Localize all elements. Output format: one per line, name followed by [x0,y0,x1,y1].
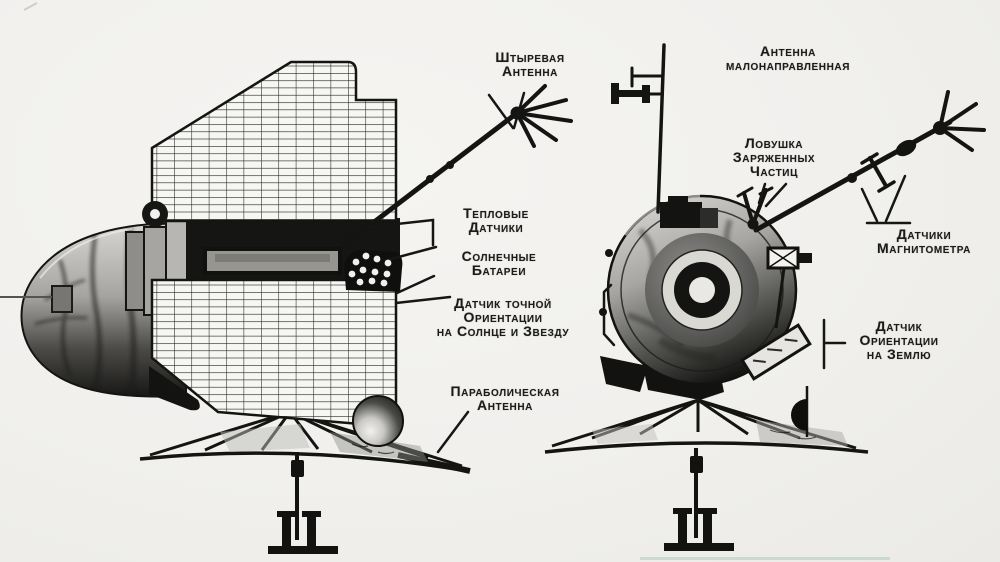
label-line: Антенна [502,63,558,79]
side-view-spacecraft [0,60,573,554]
leader-lines [368,91,912,454]
label-charged-particle-trap: Ловушка Заряженных Частиц [733,136,815,178]
label-line: Датчики [468,219,524,235]
label-earth-sensor: Датчик Ориентации на Землю [859,319,938,361]
label-line: Тепловые [463,205,529,221]
label-magnetometer-sensors: Датчики Магнитометра [877,227,971,255]
nozzle-throat [689,277,715,303]
nose-probe-fitting [51,285,73,313]
leader-sun-star-sensor-left [394,295,452,305]
mesh-panel-upper [150,60,398,223]
label-line: Частиц [750,163,798,179]
label-line: Батареи [471,262,527,278]
display-stand-left [268,452,338,554]
leader-magnetometer [860,174,912,225]
label-parabolic-antenna: Параболическая Антенна [450,384,559,412]
label-line: Заряженных [732,149,816,165]
antenna-sphere [352,395,404,447]
parabolic-dish-side [139,410,471,474]
label-line: Ориентации [463,309,543,325]
eyelet-knob [142,201,168,227]
leader-solar-batteries [389,245,438,295]
label-thermal-sensors: Тепловые Датчики [463,206,529,234]
label-line: Магнитометра [877,240,971,256]
omni-antenna-mast [611,43,666,214]
leader-whip-antenna [487,91,526,130]
earth-sensor-device [791,386,809,437]
whip-antenna-cluster [510,84,573,148]
label-line: Датчик [875,318,923,334]
label-line: Солнечные [461,248,537,264]
label-sun-star-sensor: Датчик точной Ориентации на Солнце и Зве… [437,296,569,338]
front-view-spacecraft [544,43,986,551]
pressurized-body-front [599,194,798,386]
label-low-gain-antenna: Антенна малонаправленная [726,44,850,72]
leader-particle-trap [757,182,788,208]
top-equipment-box [660,196,718,228]
charged-particle-trap-device [736,186,774,230]
solar-battery-cluster [344,249,403,292]
parabolic-dish-front [544,398,869,454]
label-whip-antenna: Штыревая Антенна [495,50,564,78]
magnetometer-boom [753,90,986,233]
label-line: Датчик точной [454,295,552,311]
label-line: малонаправленная [725,57,851,73]
label-line: Штыревая [495,49,565,65]
label-line: Ловушка [744,135,804,151]
leader-thermal-sensors [368,218,435,247]
label-line: на Землю [866,346,932,362]
label-line: Антенна [477,397,533,413]
equipment-window [203,247,342,275]
leader-earth-sensor [822,318,847,370]
label-line: на Солнце и Звезду [436,323,570,339]
bottom-smudge [640,557,890,560]
label-line: Антенна [760,43,816,59]
lower-fitting [149,366,200,411]
corner-smudge [23,2,38,11]
label-line: Параболическая [450,383,560,399]
display-stand-right [664,448,734,551]
angled-sensor-plate [740,323,812,381]
leader-parabolic-antenna [436,410,470,454]
label-line: Датчики [896,226,952,242]
label-solar-batteries: Солнечные Батареи [462,249,537,277]
label-line: Ориентации [859,332,939,348]
boom-whip-cluster [933,90,986,152]
side-sensor-box [766,246,812,329]
leader-sun-star-sensor-right [602,283,616,347]
